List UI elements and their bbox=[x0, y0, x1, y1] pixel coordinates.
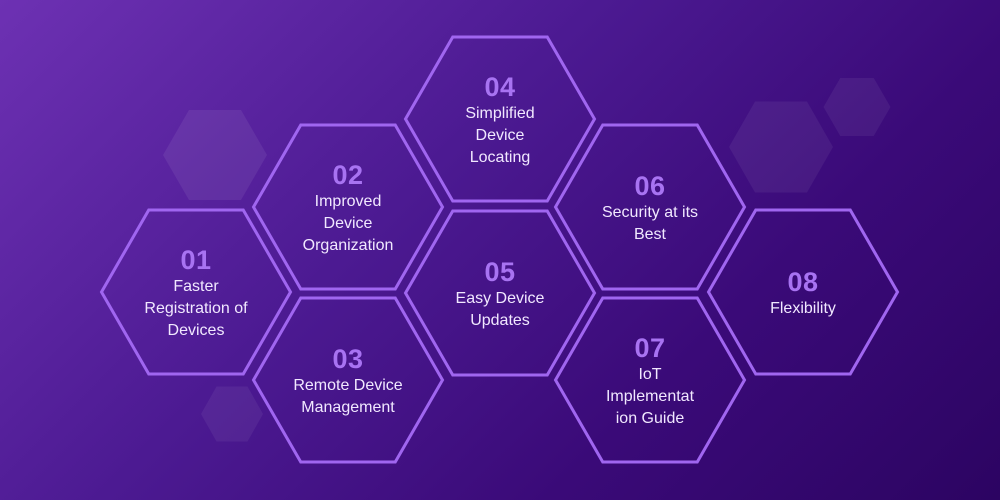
item-title-line: Easy Device bbox=[455, 290, 545, 307]
hex-outline bbox=[403, 35, 597, 203]
hex-outline bbox=[553, 296, 747, 464]
item-title-line: Devices bbox=[167, 322, 225, 339]
item-title-line: Device bbox=[323, 215, 373, 232]
item-title-line: IoT bbox=[638, 366, 662, 383]
hex-outline bbox=[99, 208, 293, 376]
item-title-line: Improved bbox=[314, 193, 382, 210]
item-number: 02 bbox=[332, 160, 364, 190]
item-title-line: Faster bbox=[173, 278, 219, 295]
item-title-line: Simplified bbox=[465, 105, 535, 122]
item-number: 03 bbox=[332, 344, 364, 374]
hex-item-05: 05 Easy Device Updates bbox=[425, 258, 575, 332]
hex-item-01: 01 Faster Registration of Devices bbox=[121, 246, 271, 342]
hex-outline bbox=[706, 208, 900, 376]
hex-item-02: 02 Improved Device Organization bbox=[273, 161, 423, 257]
item-number: 07 bbox=[634, 333, 666, 363]
item-title-line: Implementat bbox=[605, 388, 695, 405]
hex-item-03: 03 Remote Device Management bbox=[273, 345, 423, 419]
hex-outline bbox=[251, 296, 445, 464]
item-number: 08 bbox=[787, 267, 819, 297]
hex-outlines bbox=[99, 35, 900, 464]
hex-item-06: 06 Security at its Best bbox=[575, 172, 725, 246]
item-title-line: Device bbox=[475, 127, 525, 144]
item-title-line: Updates bbox=[470, 312, 530, 329]
hex-outline bbox=[251, 123, 445, 291]
decorative-hex bbox=[163, 110, 267, 200]
item-title-line: Management bbox=[301, 399, 395, 416]
item-title-line: Security at its bbox=[601, 204, 699, 221]
hex-item-08: 08 Flexibility bbox=[728, 268, 878, 320]
decorative-hex bbox=[201, 386, 263, 442]
decorative-hex bbox=[823, 78, 891, 136]
item-number: 05 bbox=[484, 257, 516, 287]
item-number: 01 bbox=[180, 245, 212, 275]
item-title-line: Best bbox=[633, 226, 666, 243]
decorative-hexes bbox=[163, 78, 891, 442]
item-number: 06 bbox=[634, 171, 666, 201]
item-number: 04 bbox=[484, 72, 516, 102]
item-title-line: ion Guide bbox=[615, 410, 685, 427]
item-title-line: Registration of bbox=[144, 300, 248, 317]
hex-item-07: 07 IoT Implementat ion Guide bbox=[575, 334, 725, 430]
item-title-line: Flexibility bbox=[770, 300, 836, 317]
item-title-line: Locating bbox=[469, 149, 531, 166]
decorative-hex bbox=[729, 101, 833, 193]
item-title-line: Remote Device bbox=[293, 377, 403, 394]
hex-item-04: 04 Simplified Device Locating bbox=[425, 73, 575, 169]
hex-outline bbox=[553, 123, 747, 291]
hex-outline bbox=[403, 209, 597, 377]
item-title-line: Organization bbox=[302, 237, 394, 254]
